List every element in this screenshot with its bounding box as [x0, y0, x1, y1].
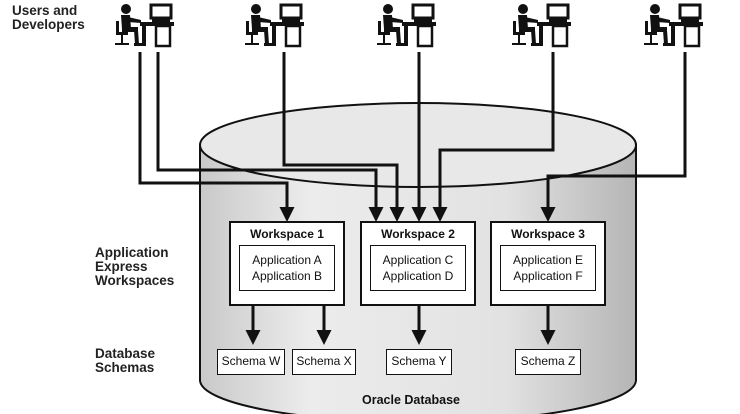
oracle-database-label: Oracle Database [362, 393, 460, 407]
connector-user4-ws2 [432, 52, 555, 222]
workspace-1-app-box: Application A Application B [239, 245, 335, 291]
users-label-line-1: Users and [12, 3, 78, 18]
user-icon-1 [113, 2, 176, 48]
connector-user2-ws2 [282, 52, 405, 222]
user-icon-5 [642, 2, 705, 48]
workspaces-label: Application Express Workspaces [95, 246, 174, 288]
workspaces-label-line-1: Application [95, 245, 169, 260]
workspace-3-app-box: Application E Application F [500, 245, 596, 291]
workspace-1-box: Workspace 1 Application A Application B [229, 221, 345, 306]
users-label: Users and Developers [12, 4, 85, 32]
workspaces-label-line-2: Express [95, 259, 148, 274]
application-b: Application B [251, 269, 323, 283]
user-icon-3 [375, 2, 438, 48]
connector-user1-ws1 [138, 52, 295, 222]
user-icon-2 [243, 2, 306, 48]
application-f: Application F [513, 269, 583, 283]
schemas-label: Database Schemas [95, 347, 155, 375]
user-icon-4 [510, 2, 573, 48]
connector-user1-ws2 [156, 52, 384, 222]
workspace-2-title: Workspace 2 [381, 227, 455, 241]
application-e: Application E [512, 253, 584, 267]
schemas-label-line-1: Database [95, 346, 156, 361]
schema-z: Schema Z [515, 349, 581, 375]
connector-user5-ws3 [540, 52, 687, 222]
workspaces-label-line-3: Workspaces [95, 273, 175, 288]
application-c: Application C [382, 253, 454, 267]
application-a: Application A [252, 253, 322, 267]
schemas-label-line-2: Schemas [95, 360, 155, 375]
application-d: Application D [382, 269, 454, 283]
workspace-2-app-box: Application C Application D [370, 245, 466, 291]
workspace-2-box: Workspace 2 Application C Application D [360, 221, 476, 306]
users-label-line-2: Developers [12, 17, 85, 32]
workspace-3-title: Workspace 3 [511, 227, 585, 241]
schema-x: Schema X [292, 349, 356, 375]
workspace-3-box: Workspace 3 Application E Application F [490, 221, 606, 306]
schema-y: Schema Y [386, 349, 452, 375]
schema-w: Schema W [217, 349, 285, 375]
workspace-1-title: Workspace 1 [250, 227, 324, 241]
